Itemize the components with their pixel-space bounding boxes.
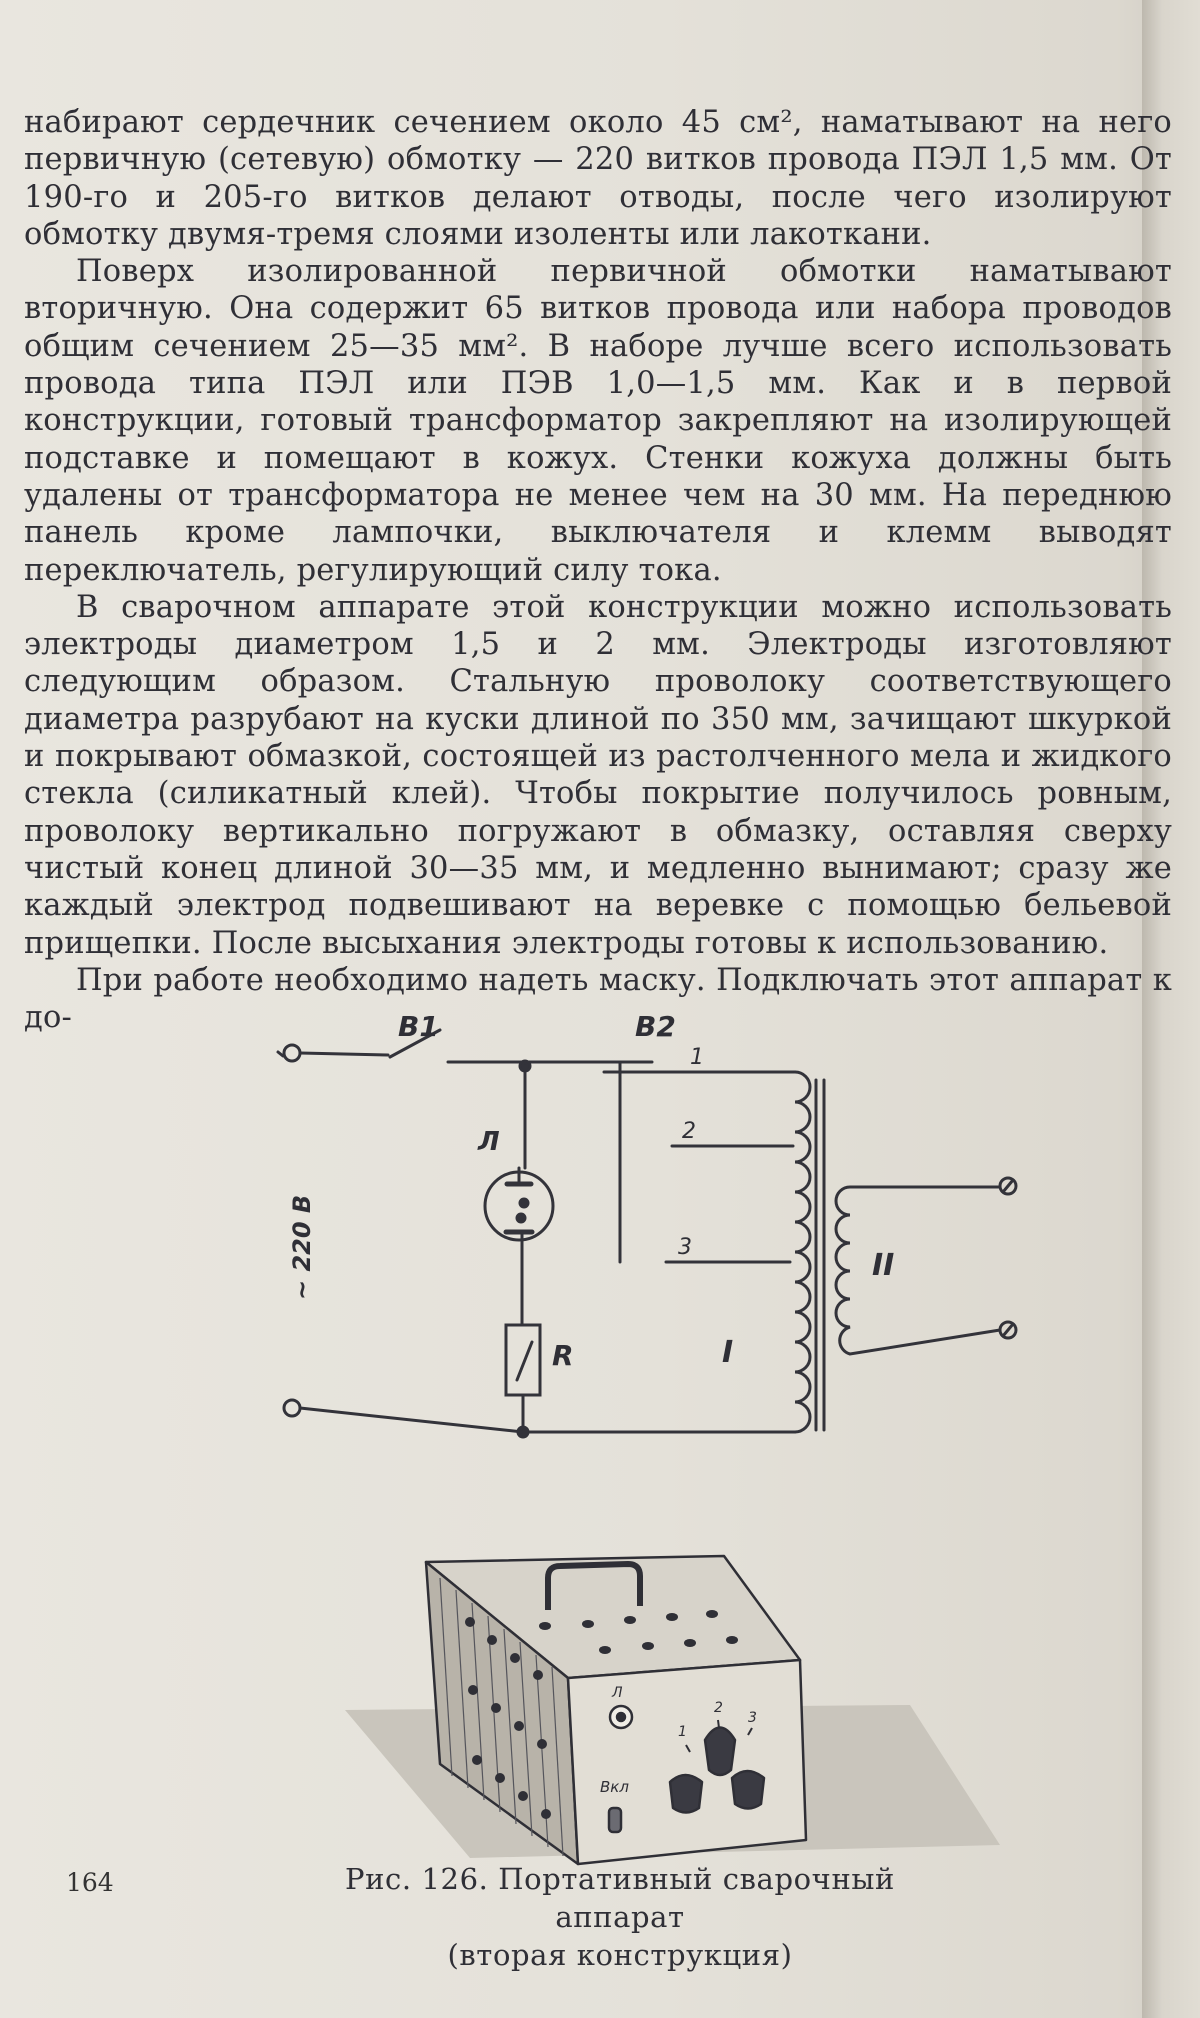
schematic-labels: В1 В2 1 2 3 Л R I II ~ 220 В: [288, 1010, 894, 1372]
label-b1: В1: [398, 1010, 439, 1043]
device-label-lamp: Л: [611, 1685, 623, 1701]
device-output-terminal-right: [730, 1769, 766, 1810]
primary-coil: [793, 1070, 812, 1434]
label-voltage: ~ 220 В: [288, 1195, 316, 1300]
resistor-r: [504, 1323, 542, 1397]
circuit-schematic: [276, 1028, 1018, 1439]
book-spine: [1142, 0, 1200, 2018]
paragraph-3: В сварочном аппарате этой конструкции мо…: [24, 589, 1172, 961]
output-terminal-top: [998, 1176, 1018, 1196]
device-front-face: [566, 1658, 808, 1866]
terminal-top-tick: [276, 1050, 285, 1058]
welder-device-drawing: [345, 1554, 1000, 1866]
wire-input-bottom: [298, 1406, 525, 1434]
label-resistor: R: [552, 1339, 574, 1372]
paragraph-4: При работе необходимо надеть маску. Подк…: [24, 962, 1172, 1036]
caption-line-2: (вторая конструкция): [447, 1938, 793, 1972]
device-handle: [545, 1561, 643, 1610]
input-terminal-bottom: [282, 1398, 302, 1418]
label-secondary: II: [872, 1248, 894, 1283]
caption-line-1: Рис. 126. Портативный сварочный аппарат: [344, 1862, 895, 1934]
output-terminal-bottom: [998, 1320, 1018, 1340]
label-tap-2: 2: [682, 1119, 696, 1144]
label-tap-1: 1: [690, 1045, 704, 1070]
device-labels: Л Вкл 1 2 3: [600, 1685, 757, 1796]
secondary-coil: [834, 1185, 1002, 1356]
wire-input-top: [298, 1051, 390, 1057]
figure-caption: Рис. 126. Портативный сварочный аппарат …: [290, 1860, 950, 1974]
body-text: набирают сердечник сечением около 45 см²…: [24, 104, 1172, 1036]
paragraph-1: набирают сердечник сечением около 45 см²…: [24, 105, 1172, 252]
device-current-dial: [703, 1726, 737, 1777]
label-b2: В2: [635, 1010, 676, 1043]
device-output-terminal-left: [668, 1773, 704, 1814]
page-number: 164: [66, 1868, 114, 1897]
label-tap-3: 3: [678, 1235, 692, 1260]
device-power-toggle: [607, 1806, 623, 1834]
switch-b1: [388, 1028, 442, 1059]
device-label-dial-2: 2: [714, 1700, 723, 1716]
device-label-dial-3: 3: [748, 1710, 757, 1726]
label-lamp: Л: [477, 1127, 500, 1157]
device-label-switch: Вкл: [600, 1778, 629, 1796]
input-terminal-top: [282, 1043, 302, 1063]
device-label-dial-1: 1: [678, 1724, 687, 1740]
label-primary: I: [722, 1335, 733, 1370]
paragraph-2: Поверх изолированной первичной обмотки н…: [24, 254, 1172, 588]
